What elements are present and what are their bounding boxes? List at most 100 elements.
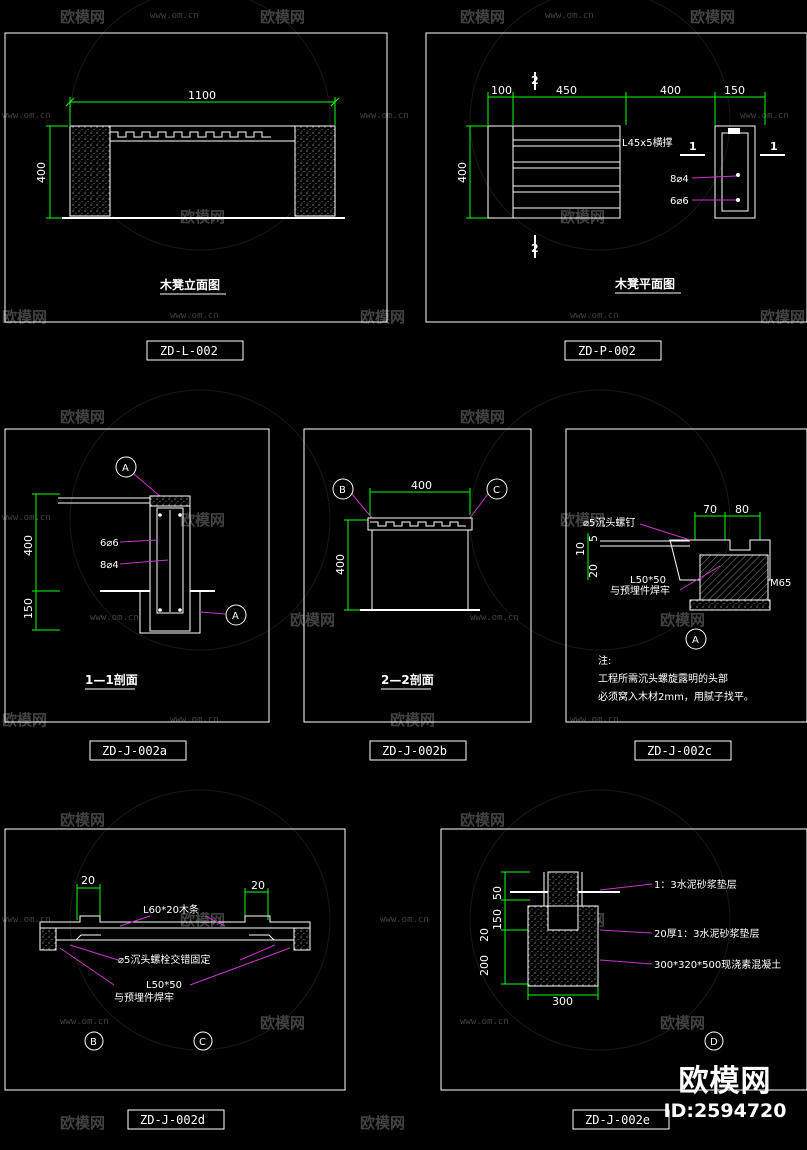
watermark-brand: 欧模网 bbox=[360, 308, 405, 326]
note-line-1: 工程所需沉头螺旋露明的头部 bbox=[598, 672, 728, 685]
label-rebar-6d6: 6⌀6 bbox=[670, 196, 689, 207]
panel-detail-d: 50 150 20 200 300 1：3水泥砂浆垫层 20厚1：3水泥砂浆垫层… bbox=[440, 828, 807, 1130]
section-mark-2-top: 2 bbox=[531, 74, 539, 87]
panel-frame bbox=[4, 32, 388, 323]
panel-detail-bc: 20 20 L60*20木条 ⌀5沉头螺栓交错固定 L50*50 与预埋件焊牢 … bbox=[4, 828, 346, 1130]
drawing-code-box bbox=[572, 1109, 670, 1130]
dim-detail-d-200: 200 bbox=[478, 955, 491, 976]
label-mortar-bed: 1：3水泥砂浆垫层 bbox=[654, 878, 737, 891]
dim-section11-400: 400 bbox=[22, 535, 35, 556]
watermark-brand: 欧模网 bbox=[660, 611, 705, 629]
panel-section-2-2: B C 400 400 2—2剖面 ZD-J-002b bbox=[303, 428, 532, 761]
section-mark-1-left: 1 bbox=[689, 140, 697, 153]
watermark-url: www.om.cn bbox=[570, 715, 619, 725]
marker-d bbox=[704, 1031, 724, 1051]
marker-a bbox=[225, 604, 247, 626]
marker-a bbox=[115, 456, 137, 478]
label-screw: ⌀5沉头螺钉 bbox=[583, 516, 635, 529]
watermark-brand: 欧模网 bbox=[60, 811, 105, 829]
marker-a bbox=[685, 628, 707, 650]
watermark-layer: 欧模网 欧模网 欧模网 欧模网 欧模网 欧模网 欧模网 欧模网 欧模网 欧模网 … bbox=[2, 0, 805, 1132]
watermark-brand: 欧模网 bbox=[260, 8, 305, 26]
label-weld: 与预埋件焊牢 bbox=[114, 991, 174, 1004]
drawing-code: ZD-L-002 bbox=[160, 344, 218, 358]
marker-b-label: B bbox=[90, 1037, 97, 1048]
dim-section22-height: 400 bbox=[334, 554, 347, 575]
watermark-brand: 欧模网 bbox=[560, 511, 605, 529]
dim-detail-d-150: 150 bbox=[491, 909, 504, 930]
label-rebar-8d4: 8⌀4 bbox=[100, 560, 119, 571]
watermark-brand: 欧模网 bbox=[560, 208, 605, 226]
watermark-url: www.om.cn bbox=[60, 1017, 109, 1027]
dim-detail-a-20: 20 bbox=[587, 564, 600, 578]
watermark-brand: 欧模网 bbox=[390, 711, 435, 729]
dim-detail-a-5: 5 bbox=[587, 535, 600, 542]
panel-frame bbox=[4, 428, 270, 723]
drawing-code-box bbox=[564, 340, 662, 361]
dim-detail-d-50: 50 bbox=[491, 886, 504, 900]
watermark-url: www.om.cn bbox=[740, 111, 789, 121]
panel-detail-a: 70 80 10 5 20 ⌀5沉头螺钉 L50*50 与预埋件焊牢 M65 A… bbox=[565, 428, 807, 761]
drawing-code: ZD-J-002d bbox=[140, 1113, 205, 1127]
dim-elevation-width: 1100 bbox=[188, 89, 216, 102]
panel-frame bbox=[425, 32, 807, 323]
watermark-brand: 欧模网 bbox=[180, 511, 225, 529]
watermark-brand: 欧模网 bbox=[460, 408, 505, 426]
label-steel-angle: L50*50 bbox=[630, 575, 666, 586]
marker-a-label: A bbox=[692, 635, 699, 646]
watermark-url: www.om.cn bbox=[360, 111, 409, 121]
drawing-code: ZD-J-002c bbox=[647, 744, 712, 758]
watermark-url: www.om.cn bbox=[545, 11, 594, 21]
dim-detail-d-20: 20 bbox=[478, 928, 491, 942]
dim-detail-bc-right: 20 bbox=[251, 879, 265, 892]
marker-c-label: C bbox=[199, 1037, 206, 1048]
watermark-brand: 欧模网 bbox=[2, 308, 47, 326]
brand-stamp-id: ID:2594720 bbox=[663, 1100, 787, 1122]
watermark-brand: 欧模网 bbox=[60, 408, 105, 426]
dim-detail-d-300: 300 bbox=[552, 995, 573, 1008]
watermark-brand: 欧模网 bbox=[2, 711, 47, 729]
marker-b-label: B bbox=[339, 485, 346, 496]
watermark-url: www.om.cn bbox=[90, 613, 139, 623]
watermark-url: www.om.cn bbox=[2, 915, 51, 925]
dim-detail-bc-left: 20 bbox=[81, 874, 95, 887]
dim-elevation-height: 400 bbox=[35, 162, 48, 183]
brand-stamp-name: 欧模网 bbox=[678, 1064, 772, 1099]
drawing-code: ZD-J-002a bbox=[102, 744, 167, 758]
watermark-url: www.om.cn bbox=[150, 11, 199, 21]
label-steel-angle: L50*50 bbox=[146, 980, 182, 991]
watermark-url: www.om.cn bbox=[170, 311, 219, 321]
drawing-code-box bbox=[127, 1109, 225, 1130]
drawing-code: ZD-P-002 bbox=[578, 344, 636, 358]
note-head: 注: bbox=[598, 654, 611, 667]
watermark-brand: 欧模网 bbox=[460, 811, 505, 829]
dim-plan-d2: 450 bbox=[556, 84, 577, 97]
watermark-brand: 欧模网 bbox=[180, 911, 225, 929]
bench-leg-right bbox=[294, 125, 336, 217]
watermark-brand: 欧模网 bbox=[290, 611, 335, 629]
watermark-url: www.om.cn bbox=[2, 513, 51, 523]
marker-b bbox=[84, 1031, 104, 1051]
watermark-url: www.om.cn bbox=[380, 915, 429, 925]
watermark-brand: 欧模网 bbox=[60, 8, 105, 26]
watermark-rings bbox=[69, 0, 731, 1051]
bench-leg-left bbox=[69, 125, 111, 217]
label-wood-strip: L60*20木条 bbox=[143, 903, 199, 916]
label-rebar-6d6: 6⌀6 bbox=[100, 538, 119, 549]
panel-frame bbox=[565, 428, 807, 723]
dim-section22-width: 400 bbox=[411, 479, 432, 492]
watermark-brand: 欧模网 bbox=[690, 8, 735, 26]
watermark-brand: 欧模网 bbox=[260, 1014, 305, 1032]
panel-elevation: 1100 400 木凳立面图 ZD-L-002 bbox=[4, 32, 388, 361]
marker-b bbox=[332, 478, 354, 500]
drawing-code-box bbox=[369, 740, 467, 761]
drawing-code: ZD-J-002b bbox=[382, 744, 447, 758]
panel-frame bbox=[4, 828, 346, 1091]
dim-section11-150: 150 bbox=[22, 598, 35, 619]
section-mark-2-bottom: 2 bbox=[531, 242, 539, 255]
watermark-brand: 欧模网 bbox=[60, 1114, 105, 1132]
label-concrete: 300*320*500现浇素混凝土 bbox=[654, 958, 781, 971]
label-weld: 与预埋件焊牢 bbox=[610, 584, 670, 597]
marker-d-label: D bbox=[710, 1037, 718, 1048]
watermark-brand: 欧模网 bbox=[660, 1014, 705, 1032]
